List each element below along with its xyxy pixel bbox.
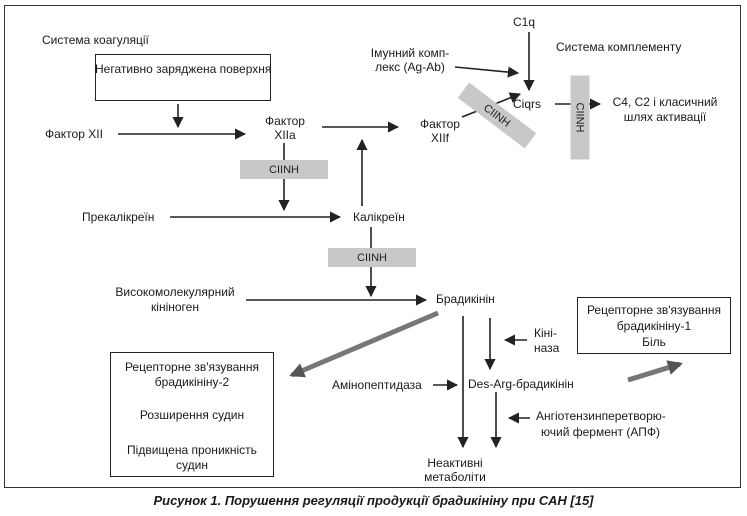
b2-box-line4: Підвищена проникність bbox=[127, 443, 257, 457]
des-arg-bradykinin-label: Des-Arg-брадикінін bbox=[468, 377, 574, 391]
factor-xiia-label-1: Фактор bbox=[265, 114, 305, 128]
c4c2-label-2: шлях активації bbox=[623, 110, 707, 124]
ace-label-1: Ангіотензинперетворю- bbox=[536, 409, 666, 423]
figure-caption: Рисунок 1. Порушення регуляції продукції… bbox=[153, 493, 594, 508]
bradykinin-label: Брадикінін bbox=[436, 292, 495, 306]
b1-receptor-box bbox=[577, 297, 731, 354]
kallikrein-label: Калікреїн bbox=[353, 210, 405, 224]
inhibitor-bar-kallikrein: CIINH bbox=[328, 248, 416, 267]
b1-box-line2: брадикініну-1 bbox=[616, 319, 692, 333]
factor-xii-label: Фактор XII bbox=[45, 127, 103, 141]
figure-frame bbox=[4, 5, 741, 488]
arrow-immune-to-ciqrs bbox=[454, 66, 520, 78]
factor-xiif-label-1: Фактор bbox=[420, 117, 460, 131]
hmw-kininogen-label-1: Високомолекулярний bbox=[115, 285, 235, 299]
complement-system-label: Система комплементу bbox=[556, 40, 682, 54]
inhibitor-bar-c1s: CIINH bbox=[570, 75, 590, 160]
thick-arrow-to-b1 bbox=[627, 360, 683, 383]
hmw-kininogen-label-2: кініноген bbox=[151, 300, 199, 314]
kininase-label-2: наза bbox=[534, 341, 560, 355]
b2-box-line3: Розширення судин bbox=[139, 408, 245, 422]
immune-complex-label-2: лекс (Ag-Ab) bbox=[375, 60, 445, 74]
b1-box-line3: Біль bbox=[642, 335, 666, 349]
coagulation-system-label: Система коагуляції bbox=[42, 33, 149, 47]
factor-xiif-label-2: XIIf bbox=[430, 131, 449, 145]
inhibitor-bar-xiia: CIINH bbox=[240, 160, 328, 179]
b2-receptor-box bbox=[110, 352, 274, 477]
b2-box-line5: судин bbox=[176, 458, 208, 472]
b1-box-line1: Рецепторне зв'язування bbox=[586, 303, 722, 317]
b2-box-line2: брадикініну-2 bbox=[154, 375, 230, 389]
prekallikrein-label: Прекалікреїн bbox=[82, 210, 155, 224]
ace-label-2: ючий фермент (АПФ) bbox=[541, 425, 660, 439]
ciqrs-label: Ciqrs bbox=[513, 97, 542, 111]
inactive-metabolites-label-2: метаболіти bbox=[424, 470, 486, 484]
immune-complex-label-1: Імунний комп- bbox=[370, 46, 450, 60]
b2-box-line1: Рецепторне зв'язування bbox=[124, 360, 260, 374]
c1q-label: C1q bbox=[513, 15, 536, 29]
c4c2-label-1: C4, C2 і класичний bbox=[612, 95, 718, 109]
kininase-label-1: Кіні- bbox=[534, 326, 557, 340]
factor-xiia-label-2: XIIa bbox=[274, 128, 296, 142]
aminopeptidase-label: Амінопептидаза bbox=[332, 378, 422, 392]
thick-arrow-to-b2 bbox=[289, 310, 439, 378]
negative-surface-line1: Негативно заряджена поверхня bbox=[95, 62, 272, 76]
inactive-metabolites-label-1: Неактивні bbox=[427, 456, 483, 470]
negative-surface-box bbox=[95, 54, 271, 101]
